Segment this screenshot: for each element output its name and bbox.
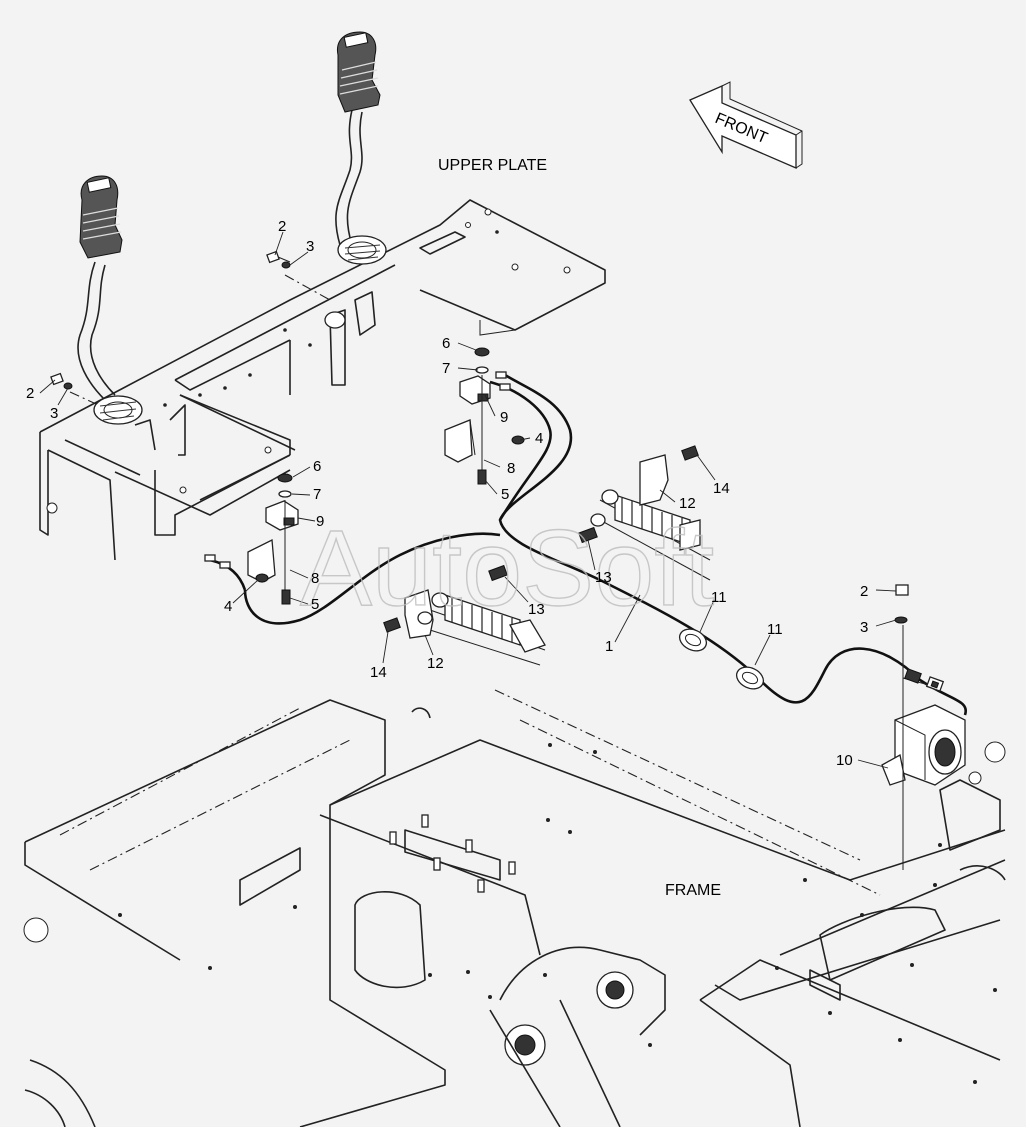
callout-13: 13 [595,569,612,586]
leader-lines [39,231,897,769]
callout-7: 7 [313,486,321,503]
callout-14: 14 [713,480,730,497]
callout-10: 10 [836,752,853,769]
callout-11: 11 [711,589,727,606]
callout-3: 3 [50,405,58,422]
callout-12: 12 [679,495,696,512]
frame-label: FRAME [665,882,721,899]
callout-3: 3 [306,238,314,255]
callout-7: 7 [442,360,450,377]
callout-9: 9 [500,409,508,426]
upper-plate-assembly [39,199,606,561]
left-joystick [77,175,143,425]
right-joystick [335,31,387,265]
callout-5: 5 [311,596,319,613]
callout-2: 2 [278,218,286,235]
callout-14: 14 [370,664,387,681]
mounting-bolts [50,250,291,390]
callout-6: 6 [442,335,450,352]
callout-13: 13 [528,601,545,618]
callout-numbers: 2 3 2 3 6 7 9 4 8 5 6 7 9 8 5 4 12 14 13… [26,218,868,769]
upper-plate-label: UPPER PLATE [438,157,547,174]
cable-harness [209,373,968,716]
callout-9: 9 [316,513,324,530]
callout-12: 12 [427,655,444,672]
callout-4: 4 [535,430,543,447]
callout-6: 6 [313,458,321,475]
callout-3: 3 [860,619,868,636]
callout-4: 4 [224,598,232,615]
callout-5: 5 [501,486,509,503]
callout-8: 8 [507,460,515,477]
callout-2: 2 [860,583,868,600]
cable-clamps [678,628,765,690]
spring-assembly-lower [383,564,546,666]
switch-assembly-left [204,473,299,605]
frame-assembly [23,689,1006,1127]
front-direction-arrow: FRONT [689,81,803,169]
travel-alarm [881,584,966,870]
switch-assembly-right [444,347,525,485]
callout-11: 11 [767,621,783,638]
callout-8: 8 [311,570,319,587]
spring-assembly-upper [578,445,711,581]
callout-2: 2 [26,385,34,402]
callout-1: 1 [605,638,613,655]
watermark: AutoSoft [300,507,714,628]
